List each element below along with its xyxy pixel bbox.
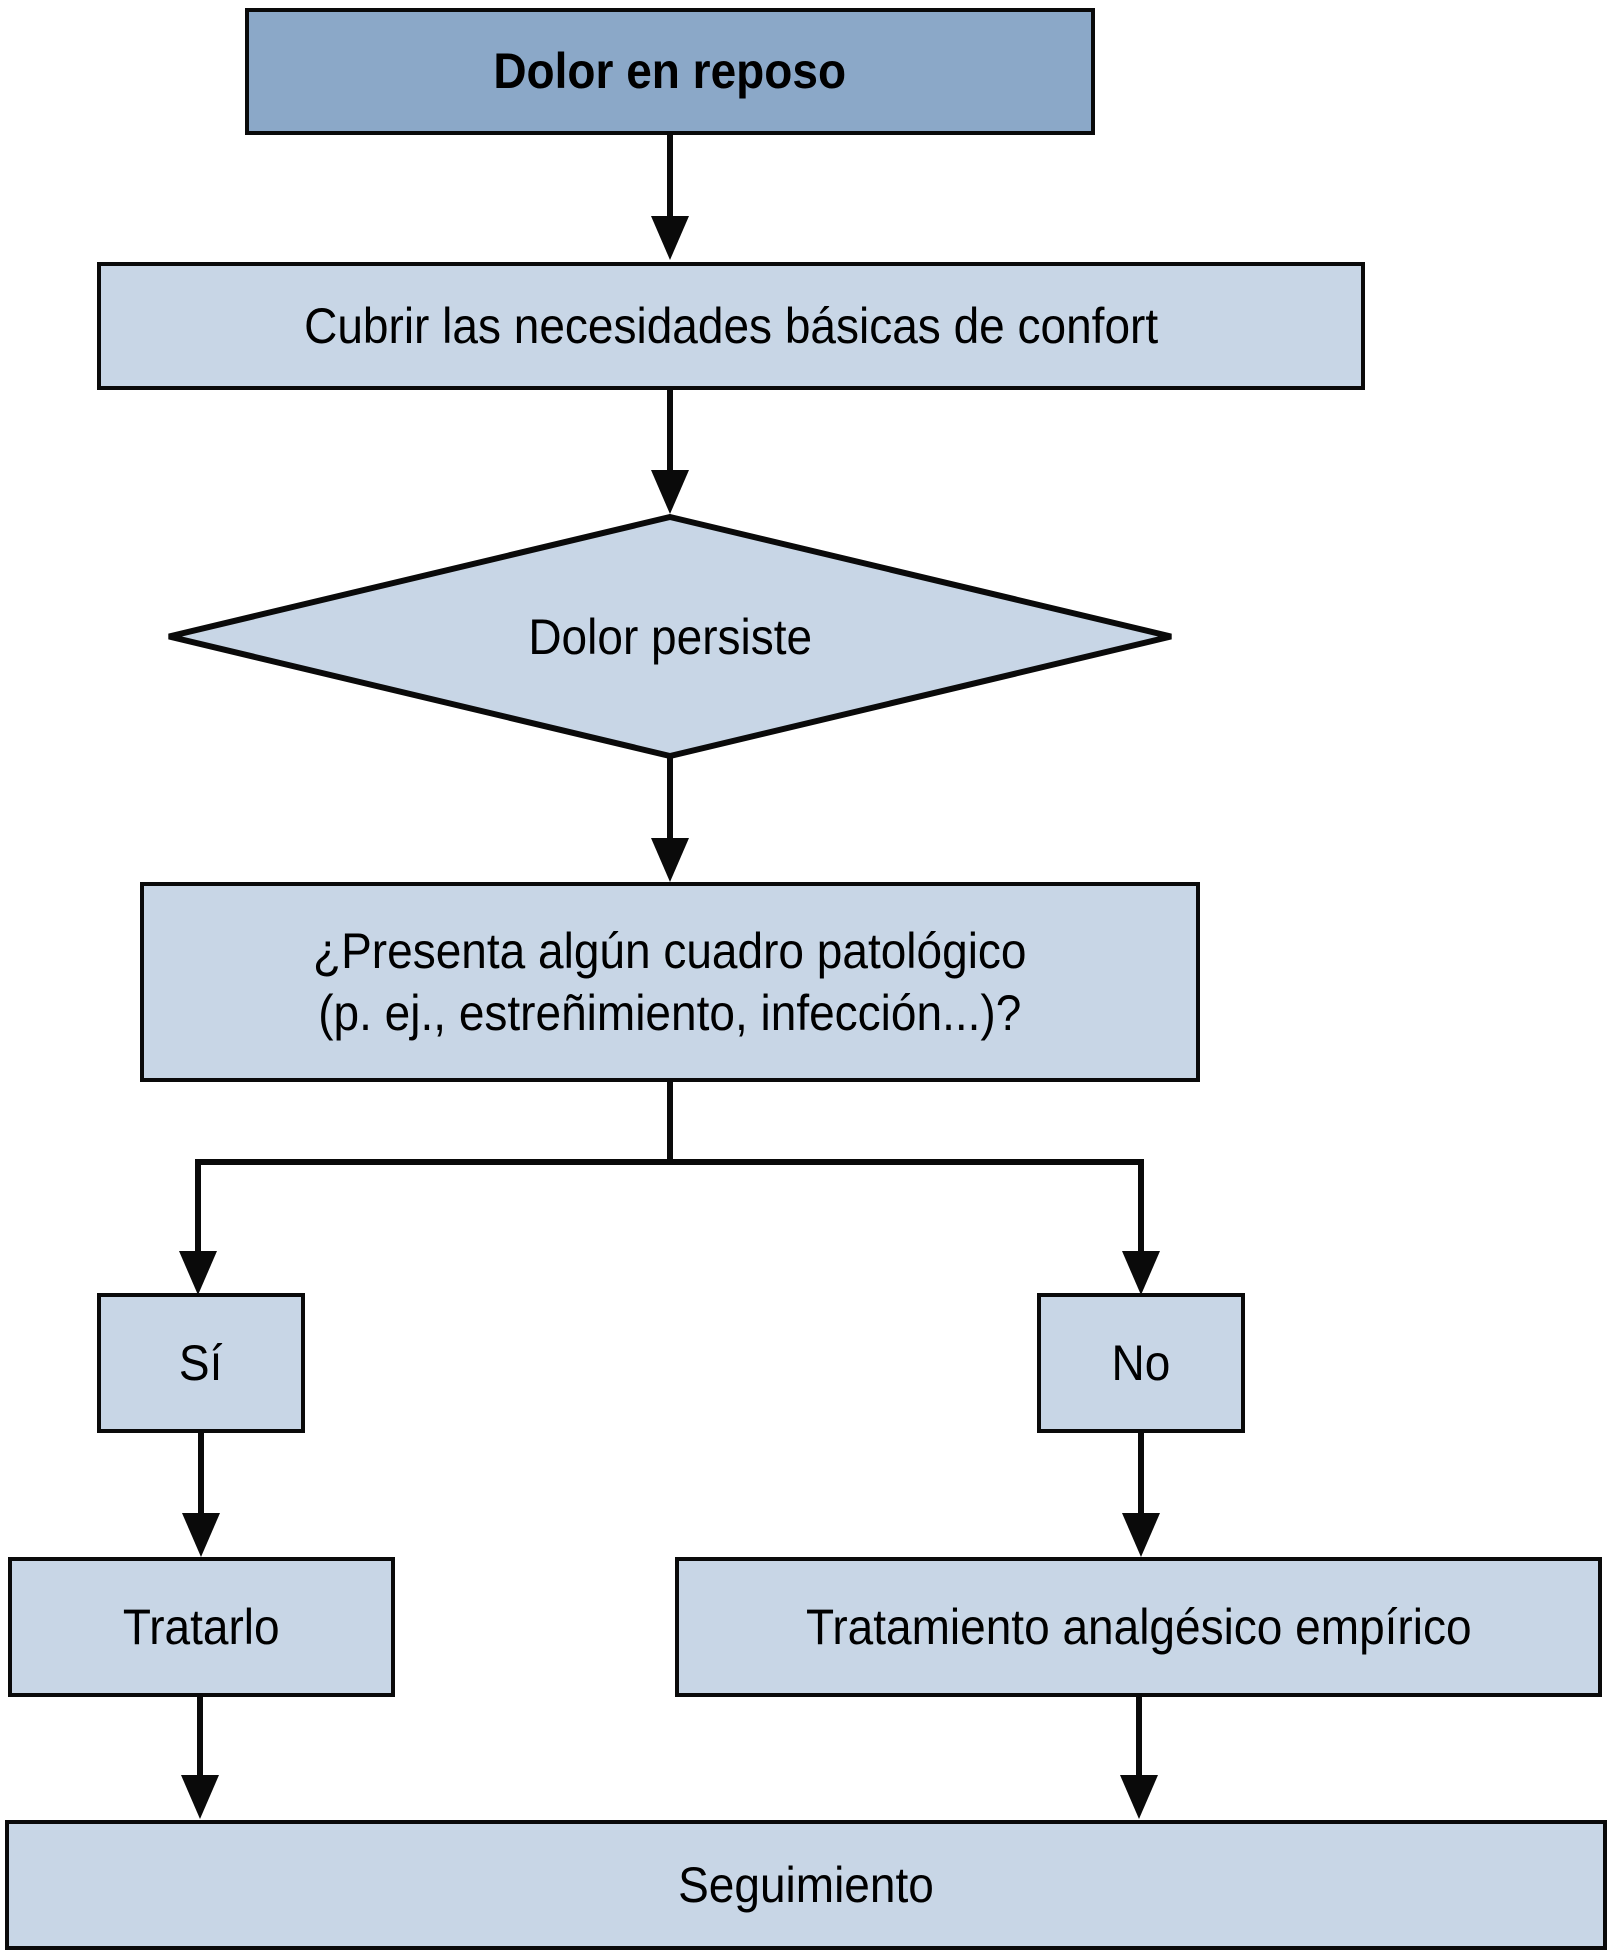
node-question: ¿Presenta algún cuadro patológico (p. ej… (140, 882, 1200, 1082)
node-followup: Seguimiento (5, 1820, 1607, 1950)
branch-right-line (1138, 1159, 1144, 1253)
arrow-start-to-comfort-head (651, 216, 689, 260)
node-no: No (1037, 1293, 1245, 1433)
node-start-label: Dolor en reposo (493, 43, 847, 100)
arrow-treat-to-followup-head (181, 1775, 219, 1819)
arrow-decision-to-question-head (651, 838, 689, 882)
arrow-no-to-empirical-head (1122, 1513, 1160, 1557)
node-decision-label: Dolor persiste (528, 608, 812, 665)
arrow-empirical-to-followup-shaft (1136, 1697, 1142, 1777)
node-empirical: Tratamiento analgésico empírico (675, 1557, 1602, 1697)
node-yes-label: Sí (179, 1334, 223, 1391)
node-no-label: No (1111, 1334, 1171, 1391)
arrow-no-to-empirical-shaft (1138, 1433, 1144, 1515)
branch-stem-line (667, 1082, 673, 1165)
node-yes: Sí (97, 1293, 305, 1433)
arrow-comfort-to-decision-head (651, 470, 689, 514)
arrow-yes-to-treat-head (182, 1513, 220, 1557)
arrow-decision-to-question-shaft (667, 757, 673, 842)
node-start: Dolor en reposo (245, 8, 1095, 135)
branch-right-arrowhead (1122, 1251, 1160, 1295)
node-empirical-label: Tratamiento analgésico empírico (805, 1598, 1472, 1655)
node-question-line2: (p. ej., estreñimiento, infección...)? (318, 985, 1022, 1041)
branch-left-arrowhead (179, 1251, 217, 1295)
node-question-label: ¿Presenta algún cuadro patológico (p. ej… (313, 920, 1026, 1045)
arrow-comfort-to-decision-shaft (667, 390, 673, 474)
node-treat-label: Tratarlo (123, 1598, 280, 1655)
node-decision: Dolor persiste (165, 514, 1175, 759)
node-question-line1: ¿Presenta algún cuadro patológico (313, 922, 1027, 979)
node-followup-label: Seguimiento (678, 1856, 934, 1913)
node-comfort-label: Cubrir las necesidades básicas de confor… (303, 297, 1159, 354)
arrow-empirical-to-followup-head (1120, 1775, 1158, 1819)
arrow-yes-to-treat-shaft (198, 1433, 204, 1515)
branch-horizontal-line (195, 1159, 1144, 1165)
diamond-shape-icon (168, 514, 1172, 759)
node-comfort: Cubrir las necesidades básicas de confor… (97, 262, 1365, 390)
branch-left-line (195, 1159, 201, 1253)
node-treat: Tratarlo (8, 1557, 395, 1697)
arrow-treat-to-followup-shaft (197, 1697, 203, 1777)
arrow-start-to-comfort-shaft (667, 135, 673, 220)
